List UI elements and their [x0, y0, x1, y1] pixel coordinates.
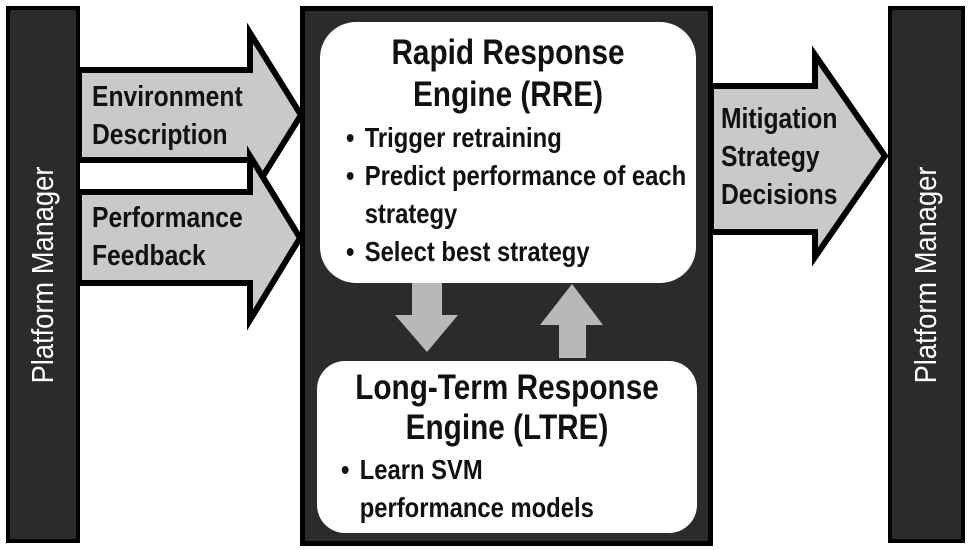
ltre-bullet: • Learn SVM performance models [341, 451, 681, 527]
environment-description-label: Environment Description [92, 78, 243, 154]
rre-bullet: • Trigger retraining [346, 119, 703, 157]
rre-box: Rapid Response Engine (RRE) • Trigger re… [320, 22, 696, 283]
bullet-dot: • [346, 160, 355, 191]
environment-description-arrow [76, 22, 305, 208]
ltre-bullet-list: • Learn SVM performance models [341, 451, 681, 527]
rre-bullet-list: • Trigger retraining • Predict performan… [346, 119, 703, 271]
label-line: Performance [92, 202, 243, 234]
label-line: Environment [92, 81, 243, 113]
rre-bullet-text: Select best strategy [364, 236, 590, 267]
platform-manager-right-label: Platform Manager [908, 166, 944, 383]
ltre-box: Long-Term Response Engine (LTRE) • Learn… [317, 361, 697, 533]
rre-title-line: Rapid Response [391, 33, 625, 72]
mitigation-strategy-label: Mitigation Strategy Decisions [721, 100, 837, 214]
rre-bullet: • Predict performance of each strategy [346, 157, 703, 233]
rre-bullet-text: Trigger retraining [364, 122, 562, 153]
ltre-bullet-text: Learn SVM performance models [359, 454, 594, 523]
label-line: Mitigation [721, 103, 838, 135]
performance-feedback-arrow [76, 145, 304, 331]
rre-title: Rapid Response Engine (RRE) [348, 32, 668, 116]
ltre-to-rre-up-arrow [540, 284, 603, 358]
ltre-title: Long-Term Response Engine (LTRE) [346, 368, 669, 448]
label-line: Strategy [721, 141, 820, 173]
bullet-dot: • [346, 122, 355, 153]
bullet-dot: • [346, 236, 355, 267]
ltre-title-line: Engine (LTRE) [405, 408, 609, 447]
rre-bullet-text: Predict performance of each strategy [364, 160, 687, 229]
mitigation-strategy-arrow [708, 45, 889, 267]
rre-title-line: Engine (RRE) [412, 75, 604, 114]
rre-bullet: • Select best strategy [346, 233, 703, 271]
label-line: Description [92, 119, 228, 151]
rre-to-ltre-down-arrow [395, 281, 458, 352]
performance-feedback-label: Performance Feedback [92, 199, 243, 275]
bullet-dot: • [341, 454, 350, 485]
ltre-title-line: Long-Term Response [355, 368, 659, 407]
platform-manager-right-bar: Platform Manager [888, 6, 965, 543]
label-line: Decisions [721, 179, 838, 211]
label-line: Feedback [92, 240, 206, 272]
